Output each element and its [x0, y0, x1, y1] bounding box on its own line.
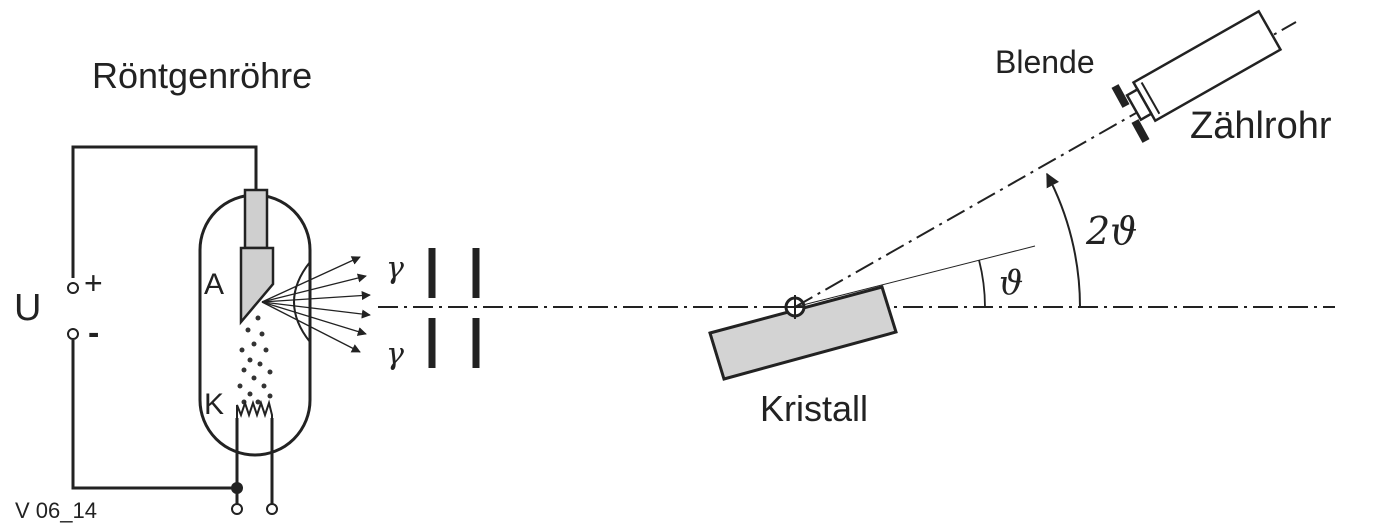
tube-title: Röntgenröhre	[92, 55, 312, 96]
gamma-bottom-label: γ	[386, 337, 404, 372]
counter-label: Zählrohr	[1190, 105, 1332, 147]
plus-label: +	[84, 265, 103, 301]
crystal-plane-line	[794, 245, 1036, 308]
voltage-label: U	[14, 287, 41, 329]
filament-terminal-left	[231, 503, 243, 515]
cathode-label: K	[204, 388, 224, 421]
crystal-label: Kristall	[760, 388, 868, 429]
junction-dot	[231, 482, 243, 494]
filament-terminal-right	[266, 503, 278, 515]
electron-stream	[237, 315, 273, 405]
terminals	[67, 282, 278, 515]
counter-tube	[1125, 9, 1283, 123]
xray-ray-fan	[261, 256, 371, 353]
aperture-label: Blende	[995, 44, 1095, 80]
xray-tube-envelope	[198, 193, 312, 457]
tube-window	[293, 261, 311, 343]
collimator-slits	[428, 248, 480, 368]
diffracted-beam-line	[794, 21, 1297, 308]
two-theta-label: 2ϑ	[1085, 209, 1137, 253]
anode-label: A	[204, 268, 224, 301]
minus-terminal	[67, 328, 79, 340]
two-theta-arc	[1046, 172, 1081, 308]
plus-terminal	[67, 282, 79, 294]
theta-arc	[978, 259, 986, 308]
aperture	[1111, 84, 1150, 143]
gamma-top-label: γ	[386, 251, 404, 286]
crystal	[708, 285, 898, 381]
figure-id: V 06_14	[15, 498, 97, 523]
cathode-filament	[236, 399, 273, 419]
theta-label: ϑ	[999, 263, 1023, 303]
anode	[239, 188, 275, 326]
minus-label: -	[88, 314, 99, 352]
